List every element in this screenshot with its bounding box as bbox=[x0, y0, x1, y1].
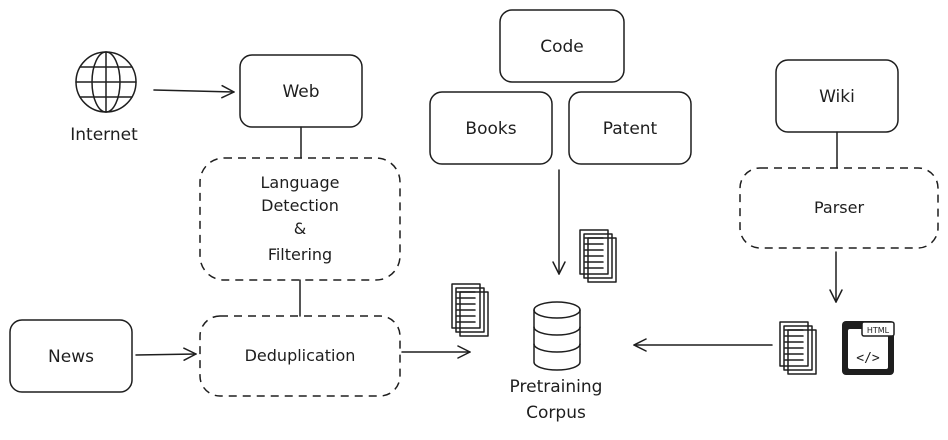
patent-box bbox=[568, 91, 692, 165]
parser-box bbox=[739, 167, 939, 249]
language-filter-line-3: & bbox=[294, 219, 306, 238]
web-label: Web bbox=[282, 82, 319, 102]
language-filter-line-4: Filtering bbox=[268, 245, 332, 264]
news-box bbox=[9, 319, 133, 393]
document-stack-icon bbox=[779, 321, 817, 375]
parser-label: Parser bbox=[814, 198, 864, 217]
parser-node: Parser bbox=[739, 167, 939, 249]
html-badge-label: HTML bbox=[867, 326, 890, 335]
news-node: News bbox=[9, 319, 133, 393]
globe-icon bbox=[75, 51, 137, 113]
books-label: Books bbox=[465, 119, 516, 139]
code-node: Code bbox=[499, 9, 625, 83]
language-filter-node: Language Detection & Filtering bbox=[199, 157, 401, 281]
books-box bbox=[429, 91, 553, 165]
language-filter-box bbox=[199, 157, 401, 281]
web-node: Web bbox=[239, 54, 363, 128]
wiki-label: Wiki bbox=[819, 87, 855, 107]
code-symbol: </> bbox=[856, 351, 880, 366]
arrow-news-to-dedup bbox=[135, 347, 197, 361]
news-label: News bbox=[48, 347, 94, 367]
corpus-line-1: Pretraining bbox=[510, 377, 603, 397]
database-icon bbox=[533, 301, 581, 371]
patent-label: Patent bbox=[603, 119, 658, 139]
arrow-internet-to-web bbox=[153, 84, 235, 99]
code-box bbox=[499, 9, 625, 83]
books-node: Books bbox=[429, 91, 553, 165]
dedup-node: Deduplication bbox=[199, 315, 401, 397]
corpus-line-2: Corpus bbox=[526, 403, 586, 423]
document-stack-icon bbox=[451, 283, 489, 337]
code-label: Code bbox=[540, 37, 584, 57]
language-filter-line-1: Language bbox=[261, 173, 340, 192]
html-file-icon: HTML </> bbox=[842, 321, 895, 375]
dedup-box bbox=[199, 315, 401, 397]
dedup-label: Deduplication bbox=[245, 346, 356, 365]
language-filter-line-2: Detection bbox=[261, 196, 339, 215]
patent-node: Patent bbox=[568, 91, 692, 165]
internet-label: Internet bbox=[70, 125, 138, 145]
wiki-node: Wiki bbox=[775, 59, 899, 133]
document-stack-icon bbox=[579, 229, 617, 283]
